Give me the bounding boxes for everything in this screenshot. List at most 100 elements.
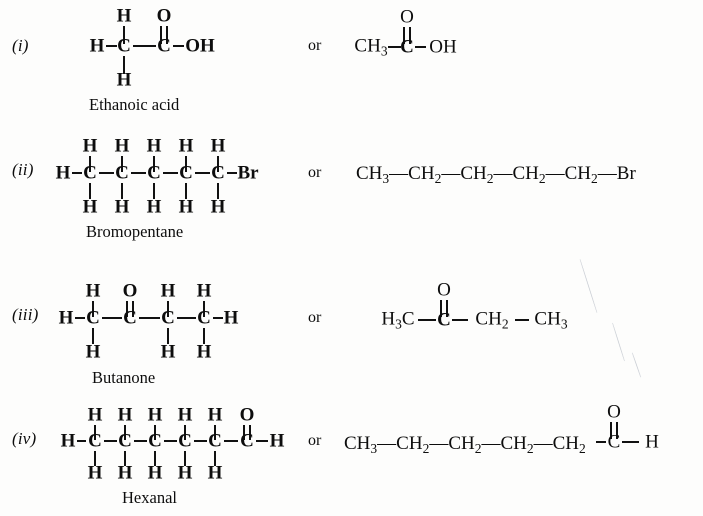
bond-dash: — [545,163,565,184]
atom-O-carbonyl: O [437,279,451,301]
atom-H-top-c3: H [146,135,162,157]
bond-vertical-c1-Htop [94,425,96,440]
bond-vertical-c1-Hbot [89,183,91,199]
group-CH2: CH2 [475,308,509,332]
scan-artifact-streak [579,259,598,313]
atom-H-bottom-c5: H [210,196,226,218]
group-CH2-3: CH2 [512,163,546,186]
atom-O-carbonyl: O [400,6,414,28]
atom-H-left-terminal: H [55,162,71,184]
bond-vertical-c3-Htop [153,156,155,172]
bond-vertical-c5-Hbot [214,451,216,466]
bond-vertical-c4-Hbot [203,328,205,344]
bond-double-c6-O-b [249,425,251,440]
scan-artifact-streak [631,352,642,378]
bond-c4-H [213,317,223,319]
bond-double-carbonyl-b [446,300,448,317]
atom-C2: C [157,35,171,57]
atom-H-bottom-c5: H [207,462,223,484]
bond-dash: — [493,163,513,184]
bond-vertical-c4-Hbot [185,183,187,199]
compound-name-butanone: Butanone [92,368,156,387]
atom-H-bottom-c2: H [114,196,130,218]
bond-vertical-c3-Hbot [153,183,155,199]
atom-C2: C [118,430,132,452]
atom-H-top-c4: H [196,280,212,302]
bond-CH2-CH3 [515,319,529,321]
atom-C1: C [86,307,100,329]
bond-vertical-c2-Htop [121,156,123,172]
bond-c6-H [256,440,268,442]
atom-H-bottom-c3: H [146,196,162,218]
bond-double-carbonyl-a [440,300,442,317]
compound-name-ethanoic-acid: Ethanoic acid [89,95,180,114]
group-CH2-4: CH2 [564,163,598,186]
atom-H-left-terminal: H [58,307,74,329]
bond-vertical-c5-Htop [214,425,216,440]
bond-double-c2-O-a [126,301,128,317]
condensed-structure-bromopentane: CH3—CH2—CH2—CH2—CH2—Br [356,164,636,186]
atom-H-right-terminal: H [269,430,285,452]
bond-vertical-c2-Hbot [121,183,123,199]
atom-O-top-c6: O [239,404,255,426]
atom-C4: C [197,307,211,329]
atom-OH-right-terminal: OH [185,35,215,57]
bond-vertical-c3-Htop [167,301,169,317]
bond-dash: — [481,433,501,454]
group-CH3: CH3 [356,163,390,186]
atom-H-top-c1: H [82,135,98,157]
atom-H-top-c3: H [160,280,176,302]
bond-vertical-c3-Htop [154,425,156,440]
group-Br: Br [616,163,636,184]
or-label-i: or [308,37,322,54]
bond-dash: — [429,433,449,454]
group-CH2-3: CH2 [500,433,534,456]
atom-C3: C [161,307,175,329]
atom-H-left-terminal: H [89,35,105,57]
bond-c1-c2 [102,317,122,319]
atom-H-bottom-c3: H [160,341,176,363]
bond-double-carbonyl-a [403,27,405,44]
condensed-chain-hexanal: CH3—CH2—CH2—CH2—CH2 [344,434,586,456]
bond-c2-OH [173,45,184,47]
bond-c3-c4 [164,440,177,442]
bond-H3C-C [418,319,436,321]
atom-H-top-c1: H [116,5,132,27]
bond-vertical-c4-Htop [184,425,186,440]
group-CH2-2: CH2 [448,433,482,456]
bond-vertical-c3-Hbot [154,451,156,466]
atom-C5: C [208,430,222,452]
atom-C2: C [115,162,129,184]
atom-H-top-c1: H [87,404,103,426]
bond-double-carbonyl-a [610,422,612,439]
atom-H-top-c5: H [210,135,226,157]
bond-double-c6-O-a [243,425,245,440]
bond-vertical-c1-Htop [92,301,94,317]
atom-H-aldehyde: H [645,431,659,453]
atom-H-bottom-c4: H [177,462,193,484]
bond-c3-c4 [177,317,196,319]
or-label-iv: or [308,432,322,449]
atom-C4: C [178,430,192,452]
bond-dash: — [441,163,461,184]
bond-double-c2-O-b [132,301,134,317]
bond-H-c1 [72,172,82,174]
or-label-ii: or [308,164,322,181]
bond-vertical-c3-Hbot [167,328,169,344]
atom-H-top-c3: H [147,404,163,426]
group-CH3: CH3 [344,433,378,456]
bond-vertical-c2-Htop [124,425,126,440]
bond-double-carbonyl-b [409,27,411,44]
atom-H-right-terminal: H [223,307,239,329]
bond-c1-c2 [104,440,117,442]
atom-H-bottom-c1: H [82,196,98,218]
bond-H-c1 [77,440,86,442]
atom-C3: C [147,162,161,184]
atom-H-top-c4: H [177,404,193,426]
bond-CH2-C [596,441,606,443]
atom-O-top-c2: O [122,280,138,302]
bond-c2-c3 [131,172,146,174]
atom-O-carbonyl: O [607,401,621,423]
group-CH3: CH3 [534,308,568,332]
bond-dash: — [597,163,617,184]
